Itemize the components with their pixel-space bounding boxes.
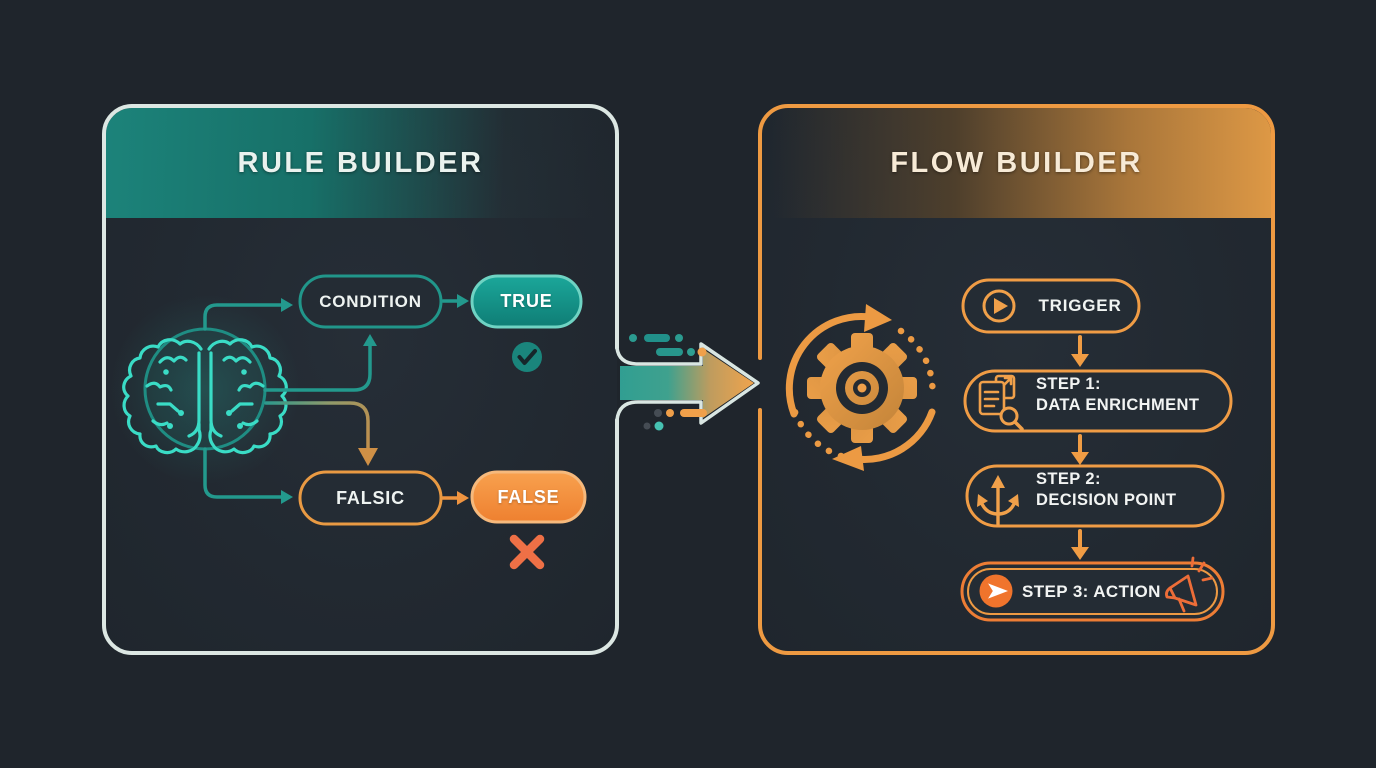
flow-builder-header — [762, 108, 1271, 218]
rule-builder-header — [106, 108, 615, 218]
transfer-arrow — [615, 342, 760, 425]
decor-dashes — [629, 334, 707, 431]
